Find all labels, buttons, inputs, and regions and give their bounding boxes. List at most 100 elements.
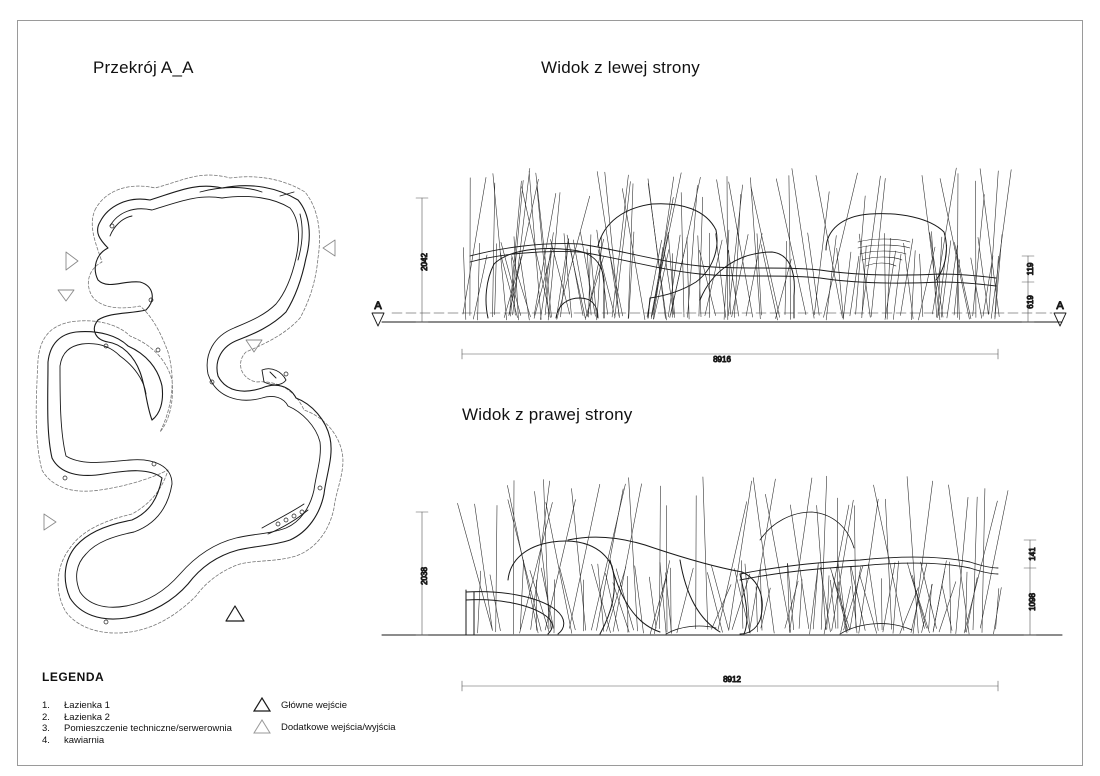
reed-stroke <box>820 475 828 630</box>
reed-stroke <box>886 238 891 320</box>
reed-stroke <box>668 235 676 318</box>
reed-stroke <box>910 563 928 633</box>
reed-stroke <box>830 567 850 630</box>
left-height-label: 2042 <box>420 253 429 271</box>
reed-stroke <box>734 568 751 634</box>
left-view-elevation: 8916 2042 119 619 A A <box>371 167 1067 365</box>
reed-stroke <box>585 256 604 319</box>
reed-stroke <box>659 562 667 634</box>
reed-stroke <box>572 239 588 316</box>
left-mass-3 <box>699 251 795 319</box>
reed-stroke <box>544 499 576 631</box>
main-entrance-triangle-icon <box>253 697 271 712</box>
reed-stroke <box>528 171 542 320</box>
reed-stroke <box>993 587 1002 635</box>
reed-stroke <box>711 565 729 630</box>
right-mass-3 <box>609 559 748 635</box>
reed-stroke <box>513 236 519 321</box>
reed-stroke <box>912 575 925 629</box>
reed-stroke <box>697 235 702 318</box>
legend-main-entrance: Główne wejście <box>253 694 396 716</box>
reed-stroke <box>775 258 792 319</box>
reed-stroke <box>723 229 730 320</box>
reed-stroke <box>627 183 634 320</box>
sheet-frame <box>17 20 1083 766</box>
plan-small-circles <box>62 223 323 625</box>
reed-stroke <box>566 234 586 320</box>
reed-stroke <box>614 181 631 319</box>
reed-stroke <box>494 243 498 315</box>
reed-stroke <box>680 192 685 318</box>
reed-stroke <box>495 505 498 633</box>
reed-stroke <box>812 562 819 630</box>
reed-stroke <box>591 483 626 631</box>
reed-stroke <box>956 173 959 318</box>
reed-stroke <box>840 586 851 633</box>
legend-item: 1.Łazienka 1 <box>42 700 110 711</box>
reed-stroke <box>954 242 972 320</box>
plan-detail-room4 <box>261 368 287 386</box>
reed-stroke <box>489 574 501 632</box>
right-width-label: 8912 <box>723 675 741 684</box>
reed-stroke <box>612 483 642 632</box>
plan-detail-top <box>109 187 303 261</box>
reed-stroke <box>823 504 850 635</box>
reed-stroke <box>670 177 701 315</box>
reed-stroke <box>906 562 927 629</box>
left-mass-4 <box>825 213 947 281</box>
right-back-mass <box>759 511 855 549</box>
reed-stroke <box>611 174 629 318</box>
reed-stroke <box>670 567 672 633</box>
reed-stroke <box>965 571 968 633</box>
reed-stroke <box>596 171 620 318</box>
reed-stroke <box>788 175 792 320</box>
reed-stroke <box>752 477 775 634</box>
reed-stroke <box>676 567 694 634</box>
reed-stroke <box>543 479 550 629</box>
reed-stroke <box>545 502 573 634</box>
right-view-elevation: 8912 2038 141 1098 <box>381 475 1063 692</box>
reed-stroke <box>892 253 902 320</box>
reed-stroke <box>711 584 732 630</box>
plan-offset-outline <box>35 174 344 634</box>
reed-stroke <box>533 193 557 316</box>
right-mass-1 <box>507 540 615 635</box>
reed-stroke <box>855 195 866 315</box>
reed-stroke <box>970 257 983 319</box>
reed-stroke <box>798 579 803 629</box>
reed-stroke <box>979 490 1009 629</box>
reed-stroke <box>880 578 883 631</box>
left-view-title: Widok z lewej strony <box>541 58 700 77</box>
reed-stroke <box>789 477 813 633</box>
legend-title: LEGENDA <box>42 670 105 684</box>
reed-stroke <box>477 570 482 634</box>
reed-stroke <box>963 500 998 634</box>
right-dimension-lines <box>415 511 1037 692</box>
left-lower-label: 619 <box>1026 295 1035 309</box>
reed-stroke <box>918 246 936 321</box>
left-mass-2 <box>597 203 718 319</box>
reed-stroke <box>940 240 952 318</box>
reed-stroke <box>511 257 516 316</box>
reed-stroke <box>750 177 761 320</box>
reed-stroke <box>728 181 754 318</box>
reed-stroke <box>786 563 790 632</box>
reed-stroke <box>938 581 957 633</box>
reed-stroke <box>553 579 556 634</box>
reed-stroke <box>756 233 762 316</box>
reed-stroke <box>882 562 896 633</box>
legend-item: 2.Łazienka 2 <box>42 711 110 723</box>
reed-stroke <box>941 584 953 631</box>
right-curved-bench <box>465 589 565 636</box>
reed-stroke <box>544 250 552 316</box>
reed-stroke <box>929 232 944 318</box>
reed-stroke <box>965 577 978 633</box>
reed-stroke <box>981 488 986 633</box>
left-roof-line <box>469 243 997 279</box>
reed-stroke <box>858 498 879 634</box>
reed-stroke <box>787 563 795 631</box>
reed-stroke <box>699 250 716 316</box>
reed-stroke <box>861 245 867 319</box>
left-section-mark-right: A <box>1056 300 1064 312</box>
right-mass-2 <box>567 536 763 635</box>
